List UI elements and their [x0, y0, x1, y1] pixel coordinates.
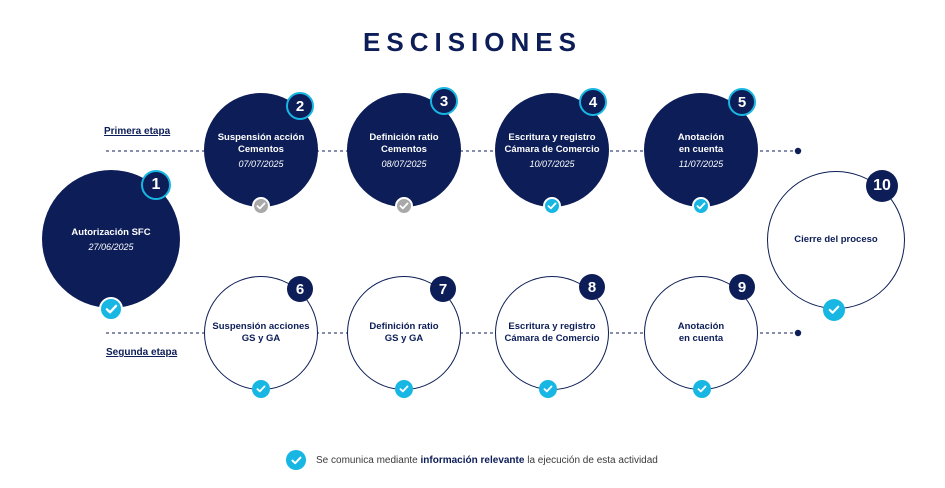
step-number-badge: 8 [579, 274, 605, 300]
step-number-badge: 3 [430, 87, 458, 115]
check-icon [692, 197, 710, 215]
step-number-badge: 6 [287, 276, 313, 302]
step-number-badge: 5 [728, 88, 756, 116]
step-name: Escritura y registro Cámara de Comercio [504, 321, 600, 344]
step-number-badge: 9 [729, 274, 755, 300]
step-name: Anotación en cuenta [677, 321, 725, 344]
step-number-badge: 2 [286, 92, 314, 120]
step-8: Escritura y registro Cámara de Comercio [495, 276, 609, 390]
legend: Se comunica mediante información relevan… [286, 450, 658, 470]
step-number-badge: 10 [866, 170, 898, 202]
step-date: 08/07/2025 [381, 158, 427, 169]
step-number-badge: 4 [579, 88, 607, 116]
first-stage-end-dot [794, 147, 802, 155]
step-name: Suspensión acciones GS y GA [212, 321, 310, 344]
step-number-badge: 7 [430, 276, 456, 302]
check-icon [252, 197, 270, 215]
second-stage-label: Segunda etapa [106, 347, 178, 358]
check-icon [395, 197, 413, 215]
step-name: Definición ratio GS y GA [369, 321, 439, 344]
step-date: 27/06/2025 [88, 241, 134, 252]
check-icon [395, 380, 413, 398]
page-title: ESCISIONES [363, 27, 582, 57]
check-icon [693, 380, 711, 398]
check-icon [823, 299, 845, 321]
check-icon [252, 380, 270, 398]
first-stage-label: Primera etapa [104, 126, 171, 137]
step-name: Suspensión acción Cementos [217, 131, 305, 155]
step-name: Definición ratio Cementos [369, 131, 439, 155]
step-name: Anotación en cuenta [677, 131, 725, 155]
step-date: 07/07/2025 [238, 158, 284, 169]
second-stage-end-dot [794, 329, 802, 337]
check-icon [539, 380, 557, 398]
legend-check-icon [286, 450, 306, 470]
step-date: 11/07/2025 [678, 158, 724, 169]
step-number-badge: 1 [141, 170, 171, 200]
step-date: 10/07/2025 [529, 158, 575, 169]
check-icon [543, 197, 561, 215]
check-icon [99, 297, 123, 321]
step-name: Escritura y registro Cámara de Comercio [504, 131, 600, 155]
legend-text: Se comunica mediante información relevan… [316, 454, 658, 466]
step-name: Cierre del proceso [794, 234, 878, 245]
step-name: Autorización SFC [71, 226, 151, 238]
